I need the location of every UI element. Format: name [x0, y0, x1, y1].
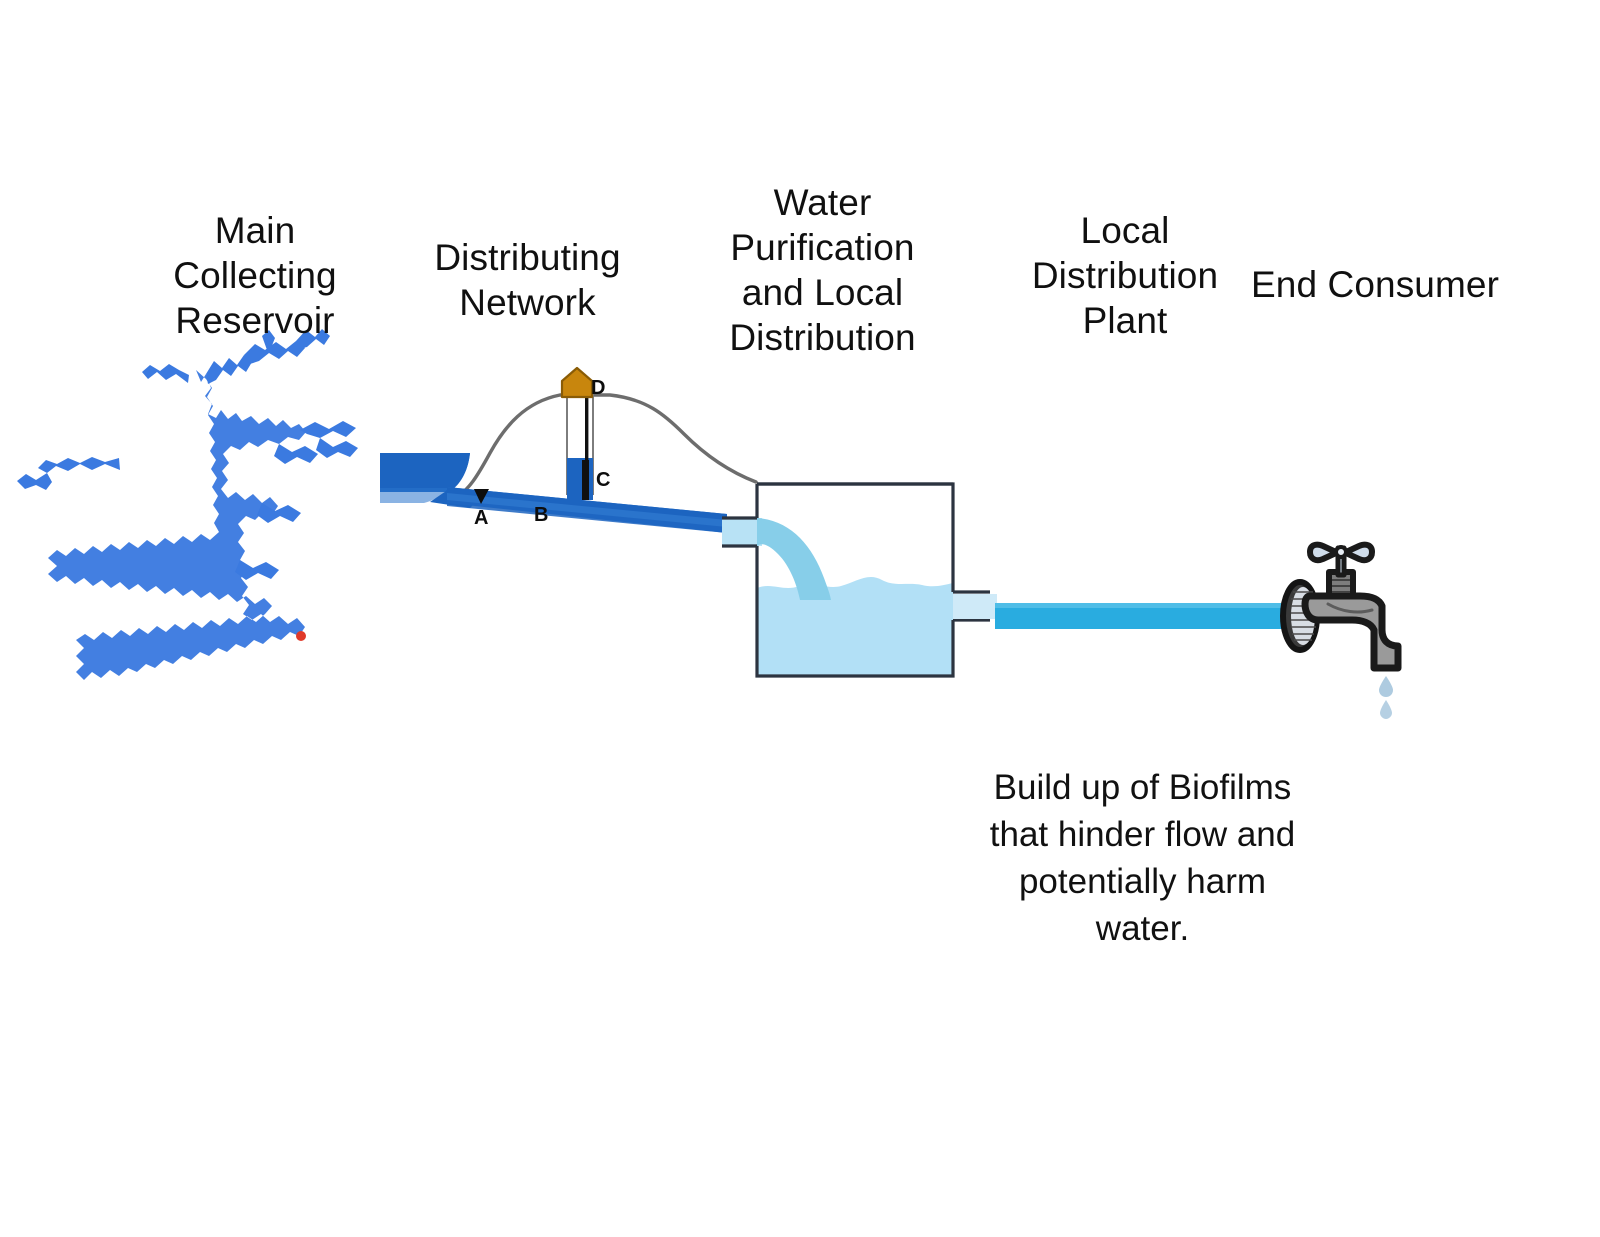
biofilm-caption: Build up of Biofilms that hinder flow an…: [989, 768, 1296, 948]
heading-end-consumer: End Consumer: [1251, 264, 1499, 305]
reservoir-lake-shape: [17, 329, 358, 680]
dam-callout-a: A: [474, 507, 489, 529]
reservoir-dam-marker: [296, 631, 306, 641]
purification-tank: [722, 482, 990, 678]
heading-local-distribution-plant: Local Distribution Plant: [1031, 210, 1219, 342]
heading-distributing-network: Distributing Network: [434, 237, 621, 324]
dam-intake-arrow: [474, 489, 489, 504]
dam-callout-b: B: [534, 504, 549, 526]
distributing-pipe: [447, 487, 727, 533]
dam-gate-tower: [566, 394, 594, 500]
faucet-collar: [1280, 579, 1320, 653]
tank-outlet-stub: [953, 594, 997, 619]
dam-reservoir-water: [380, 453, 478, 508]
heading-water-purification: Water Purification and Local Distributio…: [729, 182, 916, 359]
faucet-droplets: [1379, 676, 1393, 719]
heading-main-collecting-reservoir: Main Collecting Reservoir: [173, 210, 337, 342]
dam-callout-c: C: [596, 469, 611, 491]
tank-inflow-stream: [757, 518, 831, 600]
consumer-supply-pipe: [995, 603, 1295, 629]
tank-inlet-stub: [722, 518, 762, 546]
dam-callout-d: D: [591, 377, 606, 399]
faucet-tap: [1280, 541, 1402, 719]
dam-control-house: [560, 366, 594, 399]
